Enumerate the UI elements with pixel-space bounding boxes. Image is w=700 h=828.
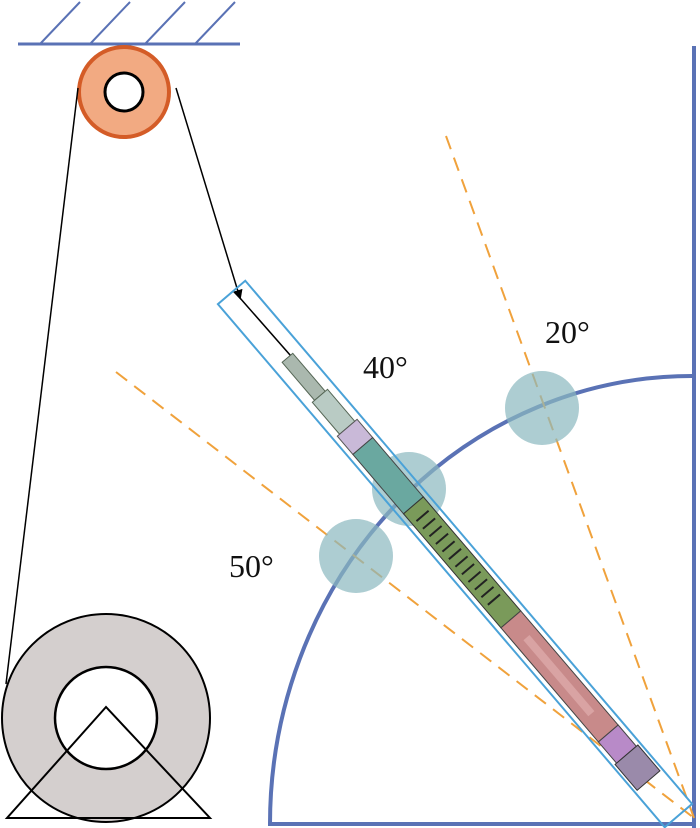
tool-electronics-detail [415,510,501,606]
drum-stand [4,705,213,819]
tool-frame [216,279,694,828]
pulley [77,45,171,139]
dashed-line-50 [115,371,695,819]
tool-bottom-nose [614,744,661,792]
downhole-tool [216,279,694,828]
winch-drum [1,613,213,823]
drum-hub [53,665,159,771]
pulley-axle [103,71,145,113]
hatch-line [39,1,81,45]
cable-right [175,87,243,300]
angle-label-20: 20° [545,314,590,350]
hatch-line [194,1,236,45]
angle-label-50: 50° [229,548,274,584]
contact-zone-20 [505,371,579,445]
contact-zone-50 [319,519,393,593]
ceiling-support [18,1,240,46]
hatch-line [89,1,131,45]
tool-top-sub [281,352,326,402]
angle-label-40: 40° [363,349,408,385]
angle-reference-lines [115,135,695,819]
tool-battery-stripe [523,635,595,717]
dashed-line-20 [445,135,695,819]
hatch-line [144,1,186,45]
cable-left [5,87,79,685]
